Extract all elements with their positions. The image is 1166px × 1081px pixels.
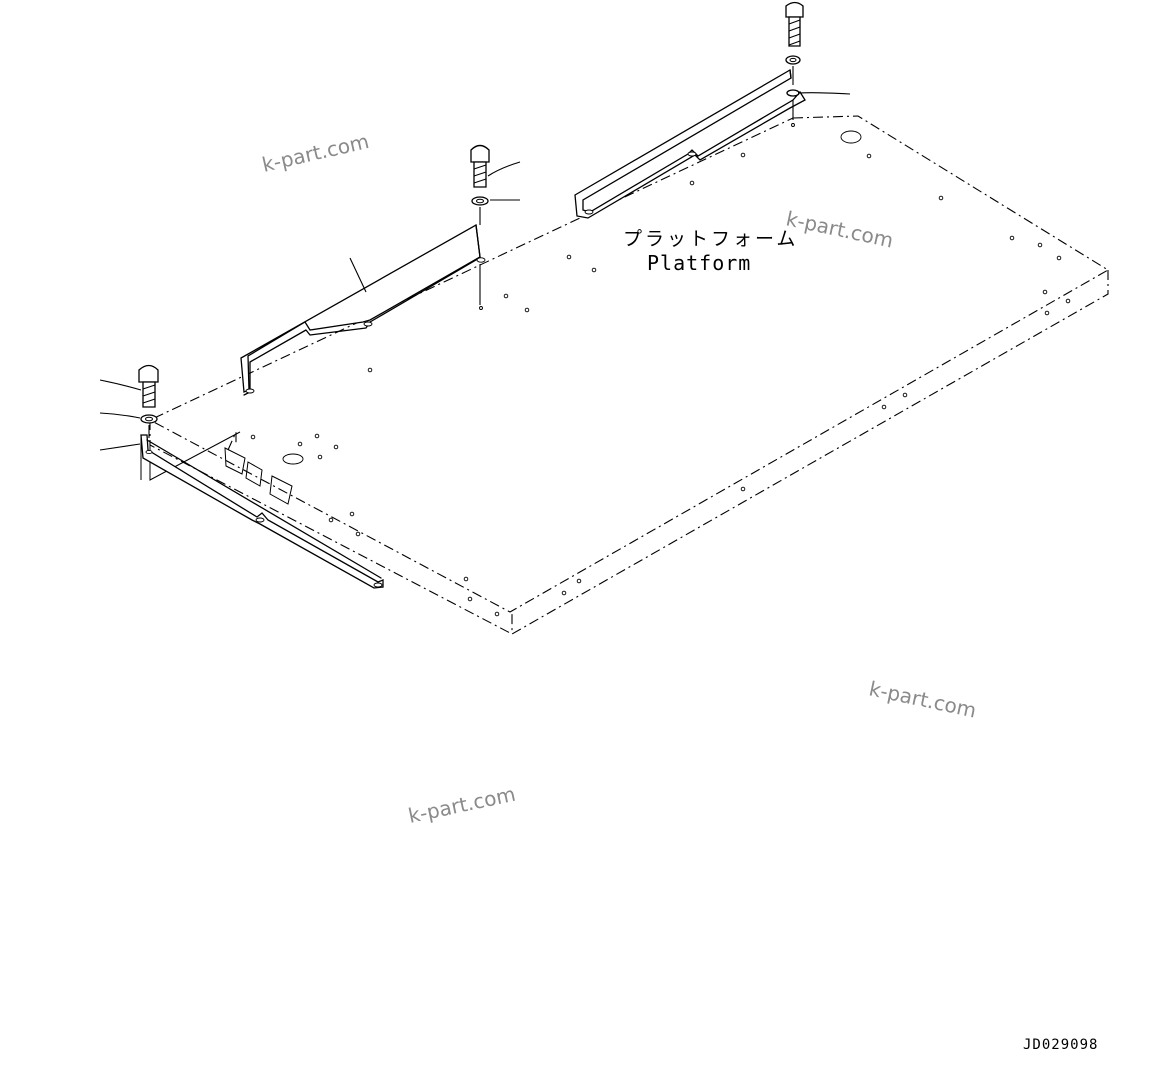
leader-line — [349, 257, 367, 293]
bolt-middle — [470, 144, 490, 188]
watermark: k-part.com — [867, 676, 979, 722]
leader-line — [487, 161, 521, 177]
bracket-left — [140, 434, 384, 589]
leader-line — [99, 443, 141, 451]
washer-top-right — [785, 55, 801, 65]
bolt-left — [138, 364, 159, 408]
washer-middle — [471, 196, 489, 206]
leader-line — [797, 92, 851, 95]
bracket-middle — [240, 223, 486, 396]
watermark: k-part.com — [784, 206, 896, 252]
bracket-top-right — [574, 68, 806, 219]
platform-label-en: Platform — [647, 251, 751, 275]
watermark: k-part.com — [260, 129, 371, 177]
leader-line — [99, 379, 142, 391]
leader-line — [99, 412, 141, 419]
bolt-top-right — [785, 1, 804, 47]
platform-plate — [148, 115, 1110, 635]
drawing-number: JD029098 — [1023, 1037, 1098, 1053]
watermark: k-part.com — [406, 782, 518, 828]
washer-left — [140, 414, 158, 424]
platform-label-jp: プラットフォーム — [623, 228, 798, 250]
platform-holes — [250, 123, 1071, 617]
